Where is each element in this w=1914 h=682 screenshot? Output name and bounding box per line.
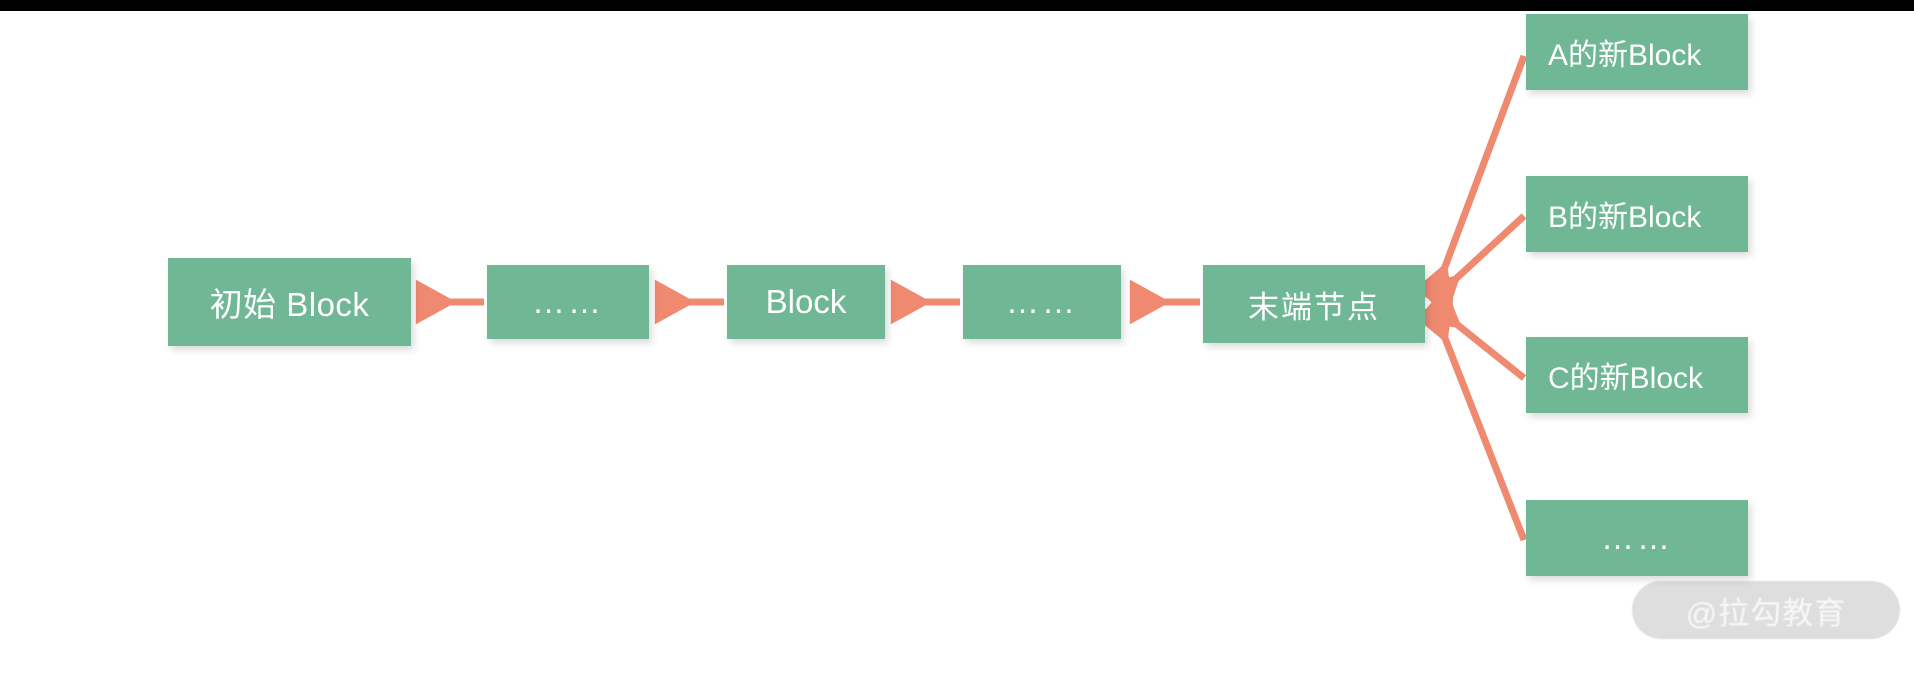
node-block-label: Block: [765, 283, 847, 320]
top-black-bar: [0, 0, 1914, 11]
node-terminal-label: 末端节点: [1248, 289, 1380, 325]
watermark-text: @拉勾教育: [1685, 595, 1847, 631]
branch-arrow-d: [1411, 297, 1528, 542]
node-new-block-a[interactable]: A的新Block: [1526, 14, 1748, 90]
node-new-block-ellipsis[interactable]: ……: [1526, 500, 1748, 576]
node-ellipsis-1[interactable]: ……: [487, 265, 649, 339]
node-new-block-ellipsis-label: ……: [1601, 519, 1673, 556]
node-new-block-c-label: C的新Block: [1548, 362, 1704, 395]
node-ellipsis-2-label: ……: [1006, 283, 1078, 320]
node-new-block-a-label: A的新Block: [1548, 39, 1702, 72]
node-new-block-b[interactable]: B的新Block: [1526, 176, 1748, 252]
node-new-block-c[interactable]: C的新Block: [1526, 337, 1748, 413]
branch-arrow-a: [1411, 54, 1528, 308]
node-initial-block-label: 初始 Block: [209, 286, 370, 323]
node-initial-block[interactable]: 初始 Block: [168, 258, 411, 346]
node-terminal[interactable]: 末端节点: [1203, 265, 1425, 343]
node-block[interactable]: Block: [727, 265, 885, 339]
node-ellipsis-2[interactable]: ……: [963, 265, 1121, 339]
watermark: @拉勾教育: [1632, 581, 1900, 639]
branch-arrow-b: [1415, 213, 1527, 319]
node-new-block-b-label: B的新Block: [1548, 201, 1702, 234]
node-ellipsis-1-label: ……: [532, 283, 604, 320]
